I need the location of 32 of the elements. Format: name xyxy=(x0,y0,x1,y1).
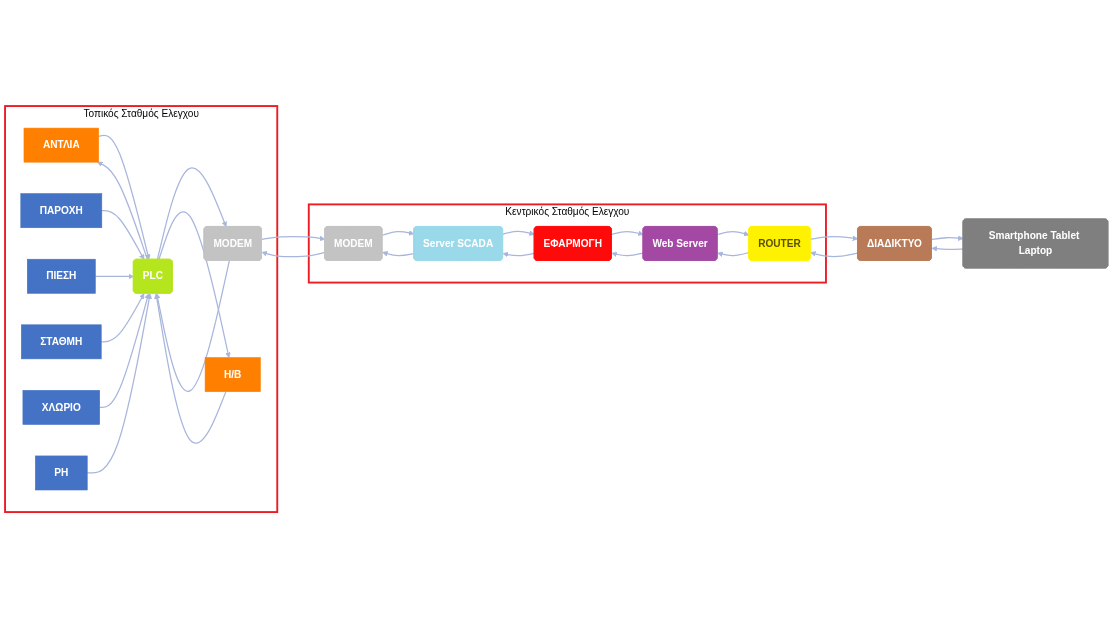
arrow xyxy=(717,251,750,257)
arrow xyxy=(101,210,145,260)
node-box: ΣΤΑΘΜΗ xyxy=(21,324,102,360)
node-box: ΑΝΤΛΙΑ xyxy=(23,127,99,163)
node-box: Η/Β xyxy=(204,357,261,392)
arrow xyxy=(156,167,227,261)
arrow xyxy=(502,230,535,236)
arrow xyxy=(261,235,326,242)
arrow xyxy=(100,293,145,343)
arrow xyxy=(611,251,644,257)
arrow xyxy=(716,230,750,237)
arrow xyxy=(98,134,151,260)
node-box: ΠΑΡΟΧΗ xyxy=(20,193,103,228)
arrow xyxy=(99,293,150,408)
arrow xyxy=(611,230,644,236)
arrow xyxy=(155,260,230,392)
arrow xyxy=(158,211,231,358)
arrow xyxy=(382,251,415,257)
node-box: PH xyxy=(35,455,88,491)
node-box: ΠΙΕΣΗ xyxy=(27,258,96,294)
arrow xyxy=(154,293,227,444)
arrow xyxy=(809,235,859,241)
arrow xyxy=(931,235,964,241)
arrow xyxy=(931,245,964,252)
arrow xyxy=(381,230,415,236)
arrow xyxy=(261,251,326,258)
arrow xyxy=(97,161,149,261)
arrow xyxy=(86,293,152,474)
node-box: ΧΛΩΡΙΟ xyxy=(22,390,100,425)
arrow xyxy=(94,273,134,280)
arrow xyxy=(502,251,536,258)
arrow xyxy=(810,251,859,258)
